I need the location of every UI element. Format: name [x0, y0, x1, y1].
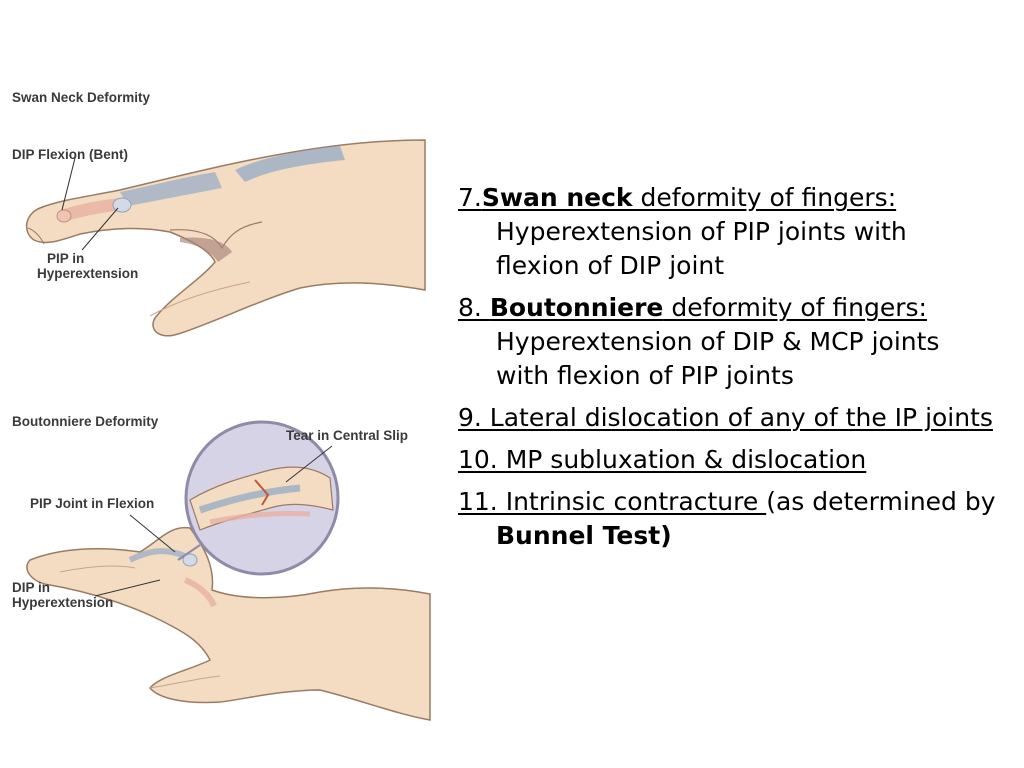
- swan-neck-hand-drawing: [25, 139, 426, 337]
- pip-hyperextension-label-line2: Hyperextension: [37, 266, 139, 281]
- dip-flexion-label: DIP Flexion (Bent): [12, 147, 129, 162]
- item-number: 8.: [458, 293, 490, 322]
- item-bold-term: Swan neck: [481, 183, 633, 212]
- item-text: deformity of fingers:: [632, 183, 897, 212]
- list-item-mp-subluxation: 10. MP subluxation & dislocation: [458, 443, 998, 477]
- deformity-list: 7.Swan neck deformity of fingers: Hypere…: [458, 181, 998, 561]
- pip-hyperextension-label-line1: PIP in: [47, 251, 85, 266]
- item-bold-term: Boutonniere: [489, 293, 664, 322]
- item-description: Hyperextension of DIP & MCP joints with …: [496, 327, 940, 390]
- item-text: 11. Intrinsic contracture: [458, 487, 767, 516]
- item-bold-term: Bunnel Test): [496, 521, 672, 550]
- tear-central-slip-label: Tear in Central Slip: [286, 428, 409, 443]
- swan-neck-figure-title: Swan Neck Deformity: [12, 90, 151, 105]
- dip-hyperextension-label-line2: Hyperextension: [12, 595, 114, 610]
- dip-hyperextension-label-line1: DIP in: [12, 580, 51, 595]
- item-number: 7.: [458, 183, 482, 212]
- list-item-lateral-dislocation: 9. Lateral dislocation of any of the IP …: [458, 401, 998, 435]
- item-description: Hyperextension of PIP joints with flexio…: [496, 217, 907, 280]
- pip-joint-flexion-label: PIP Joint in Flexion: [30, 496, 155, 511]
- hand-illustrations-svg: [25, 139, 431, 721]
- boutonniere-hand-drawing: [26, 526, 431, 721]
- item-text: 9. Lateral dislocation of any of the IP …: [458, 403, 993, 432]
- list-item-boutonniere: 8. Boutonniere deformity of fingers: Hyp…: [458, 291, 998, 393]
- item-description: (as determined by: [766, 487, 996, 516]
- list-item-intrinsic-contracture: 11. Intrinsic contracture (as determined…: [458, 485, 998, 553]
- item-text: deformity of fingers:: [663, 293, 927, 322]
- list-item-swan-neck: 7.Swan neck deformity of fingers: Hypere…: [458, 181, 998, 283]
- deformity-illustrations: Swan Neck Deformity DIP Flexion (Bent) P…: [0, 80, 440, 740]
- magnified-central-slip-inset: [177, 420, 340, 576]
- item-text: 10. MP subluxation & dislocation: [458, 445, 867, 474]
- boutonniere-figure-title: Boutonniere Deformity: [12, 414, 159, 429]
